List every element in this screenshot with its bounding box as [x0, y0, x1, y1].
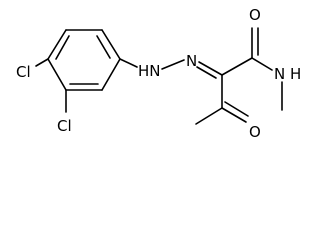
ring-bond-c6-c1	[101, 58, 121, 91]
chloro-bottom-label: Cl	[57, 117, 72, 135]
ketone-oxygen-label: O	[249, 123, 261, 141]
bond-ketone-carbon-to-methyl	[195, 107, 223, 125]
bond-ring-to-chloro-top	[35, 58, 49, 67]
amide-oxygen-label: O	[249, 6, 261, 24]
amide-n-label: N	[274, 65, 285, 83]
bond-ketone-c-o-double-b	[224, 101, 249, 117]
hydrazone-nh-label: HN	[138, 62, 161, 80]
bond-n-to-c-double-a	[198, 61, 223, 76]
ring-bond-c4-c5	[47, 58, 67, 91]
azo-n-label: N	[186, 52, 197, 70]
bond-c-to-amide-carbon	[221, 57, 253, 76]
chemical-structure: Cl Cl HN N O N H O	[16, 6, 301, 141]
bond-ring-to-nh	[119, 58, 138, 68]
bond-amide-c-to-n	[251, 57, 273, 71]
ring-bond-c3-c4	[47, 29, 67, 60]
ring-double-bond-inner-top	[96, 35, 111, 59]
ring-double-bond-inner-left	[55, 35, 70, 60]
benzene-ring	[47, 29, 121, 91]
chloro-top-label: Cl	[16, 63, 31, 81]
bond-ketone-c-o-double-a	[221, 107, 247, 123]
ring-bond-c1-c2	[101, 29, 121, 60]
bond-nh-to-n	[161, 59, 185, 70]
bond-n-to-c-double-b	[196, 66, 217, 79]
amide-h-label: H	[290, 65, 301, 83]
